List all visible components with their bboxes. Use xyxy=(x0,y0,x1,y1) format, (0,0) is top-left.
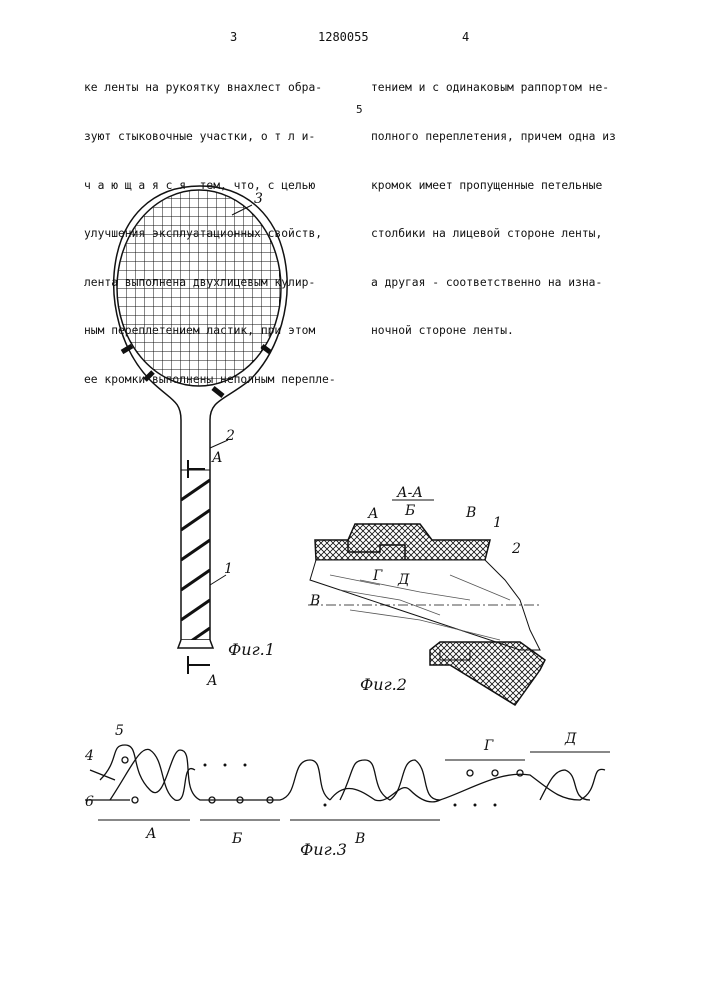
text-line: зуют стыковочные участки, о т л и- xyxy=(84,129,336,145)
patent-number: 1280055 xyxy=(318,30,369,44)
page-number-right: 4 xyxy=(462,30,469,44)
text-line: ке ленты на рукоятку внахлест обра- xyxy=(84,80,336,96)
label-a: А xyxy=(367,506,379,522)
figure-1-caption: Фиг.1 xyxy=(228,640,275,659)
text-line: кромок имеет пропущенные петельные xyxy=(371,178,616,194)
line-number: 5 xyxy=(356,103,366,116)
figure-2-caption: Фиг.2 xyxy=(360,675,407,694)
label-2: 2 xyxy=(225,428,235,444)
label-d: Д xyxy=(397,572,410,588)
text-line: лента выполнена двухлицевым кулир- xyxy=(84,275,336,291)
left-column-text: ке ленты на рукоятку внахлест обра- зуют… xyxy=(84,48,336,421)
label-section-a-top: А xyxy=(211,450,223,466)
label-d: Д xyxy=(564,731,577,747)
text-line: ее кромки выполнены неполным перепле- xyxy=(84,372,336,388)
figure-3-caption: Фиг.3 xyxy=(300,840,347,859)
label-b: Б xyxy=(404,503,415,519)
text-line: ным переплетением ластик, при этом xyxy=(84,323,336,339)
label-v: В xyxy=(354,831,365,847)
right-column-text: тением и с одинаковым раппортом не- полн… xyxy=(371,48,616,372)
text-line: столбики на лицевой стороне ленты, xyxy=(371,226,616,242)
text-line: а другая - соответственно на изна- xyxy=(371,275,616,291)
label-g: Г xyxy=(372,568,383,584)
label-section-a-bottom: А xyxy=(206,673,218,689)
text-line: ч а ю щ а я с я тем, что, с целью xyxy=(84,178,336,194)
label-b: Б xyxy=(231,831,242,847)
label-v-left: В xyxy=(309,593,320,609)
label-a: А xyxy=(145,826,157,842)
label-g: Г xyxy=(483,738,494,754)
label-1: 1 xyxy=(493,515,502,531)
text-line: тением и с одинаковым раппортом не- xyxy=(371,80,616,96)
label-2: 2 xyxy=(511,541,521,557)
section-title: А-А xyxy=(396,485,423,501)
text-line: улучшения эксплуатационных свойств, xyxy=(84,226,336,242)
text-line: ночной стороне ленты. xyxy=(371,323,616,339)
figure-2-section: А-А А Б В 1 2 Г Д В Фиг.2 xyxy=(308,485,545,705)
figure-3-knit xyxy=(85,745,610,820)
label-v-top: В xyxy=(465,505,476,521)
label-4: 4 xyxy=(84,748,94,764)
page-number-left: 3 xyxy=(230,30,237,44)
label-6: 6 xyxy=(85,794,94,810)
label-5: 5 xyxy=(115,723,124,739)
text-line: полного переплетения, причем одна из xyxy=(371,129,616,145)
label-1: 1 xyxy=(224,561,233,577)
